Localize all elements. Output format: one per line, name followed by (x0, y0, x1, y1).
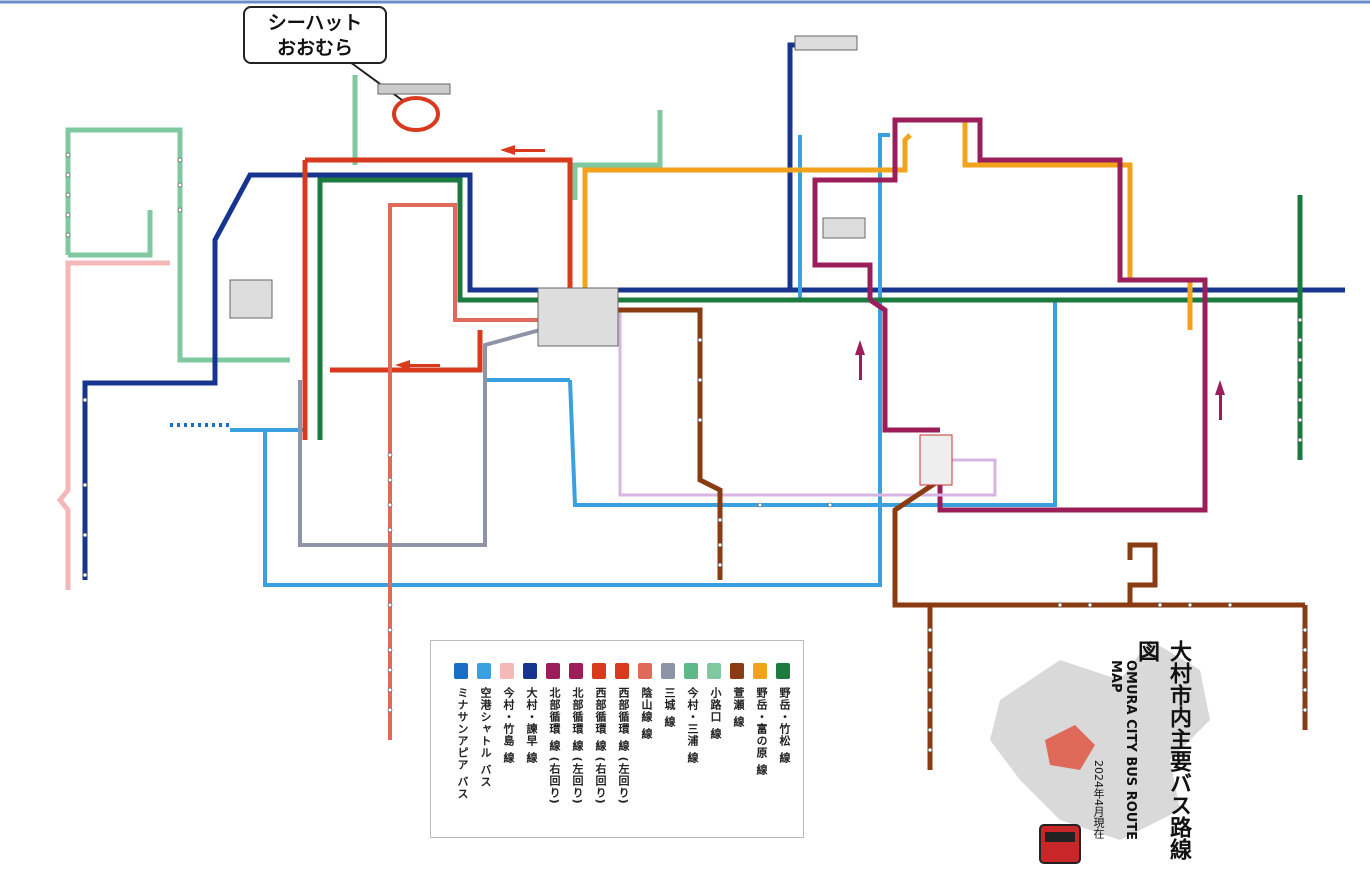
legend-swatch (776, 663, 790, 679)
legend-label: 北部循環 線 (右回り) (546, 687, 562, 805)
legend-swatch (730, 663, 744, 679)
legend-label: 空港シャトル バス (477, 687, 493, 788)
route-purple (815, 120, 1205, 510)
legend-label: ミナサンアピア バス (454, 687, 470, 800)
legend-label: 今村・竹島 線 (500, 687, 516, 764)
legend-swatch (500, 663, 514, 679)
legend-item: 北部循環 線 (右回り) (546, 663, 562, 805)
legend-item: 小路口 線 (707, 663, 723, 740)
legend-label: 萱瀬 線 (730, 687, 746, 728)
legend-item: 空港シャトル バス (477, 663, 493, 788)
legend-label: 野岳・竹松 線 (776, 687, 792, 764)
legend-swatch (546, 663, 560, 679)
legend-item: 野岳・富の原 線 (753, 663, 769, 776)
route-gray (300, 330, 540, 545)
legend-item: ミナサンアピア バス (454, 663, 470, 800)
legend-item: 西部循環 線 (左回り) (615, 663, 631, 805)
legend-swatch (707, 663, 721, 679)
west-terminal (230, 280, 272, 318)
callout-line1: シーハット (245, 11, 385, 36)
legend-swatch (638, 663, 652, 679)
legend-label: 今村・三浦 線 (684, 687, 700, 764)
legend-item: 陰山線 線 (638, 663, 654, 740)
legend-swatch (615, 663, 629, 679)
legend-label: 大村・諫早 線 (523, 687, 539, 764)
map-subtitle: OMURA CITY BUS ROUTE MAP (1108, 660, 1138, 873)
map-date: 2024年4月現在 (1090, 760, 1106, 839)
seahat-highlight-circle (394, 98, 438, 130)
legend-swatch (477, 663, 491, 679)
legend-swatch (523, 663, 537, 679)
route-navy (85, 45, 1345, 580)
legend-item: 野岳・竹松 線 (776, 663, 792, 764)
map-title: 大村市内主要バス路線図 (1130, 640, 1194, 873)
legend-swatch (684, 663, 698, 679)
north-terminal (823, 218, 865, 238)
legend-item: 萱瀬 線 (730, 663, 746, 728)
legend-label: 西部循環 線 (右回り) (592, 687, 608, 805)
legend-label: 西部循環 線 (左回り) (615, 687, 631, 805)
legend-item: 大村・諫早 線 (523, 663, 539, 764)
legend-swatch (661, 663, 675, 679)
legend-item: 三城 線 (661, 663, 677, 728)
legend-swatch (753, 663, 767, 679)
route-legend: 野岳・竹松 線野岳・富の原 線萱瀬 線小路口 線今村・三浦 線三城 線陰山線 線… (430, 640, 804, 838)
route-pink (60, 263, 170, 590)
legend-item: 今村・三浦 線 (684, 663, 700, 764)
legend-label: 三城 線 (661, 687, 677, 728)
top-terminal (795, 36, 857, 50)
legend-swatch (569, 663, 583, 679)
callout-line2: おおむら (245, 36, 385, 61)
legend-item: 西部循環 線 (右回り) (592, 663, 608, 805)
legend-swatch (454, 663, 468, 679)
omura-station-terminal (538, 288, 618, 346)
legend-swatch (592, 663, 606, 679)
hospital-terminal (920, 435, 952, 485)
legend-item: 北部循環 線 (左回り) (569, 663, 585, 805)
legend-label: 野岳・富の原 線 (753, 687, 769, 776)
legend-label: 陰山線 線 (638, 687, 654, 740)
seahat-callout: シーハット おおむら (243, 6, 387, 64)
legend-label: 北部循環 線 (左回り) (569, 687, 585, 805)
legend-label: 小路口 線 (707, 687, 723, 740)
legend-item: 今村・竹島 線 (500, 663, 516, 764)
